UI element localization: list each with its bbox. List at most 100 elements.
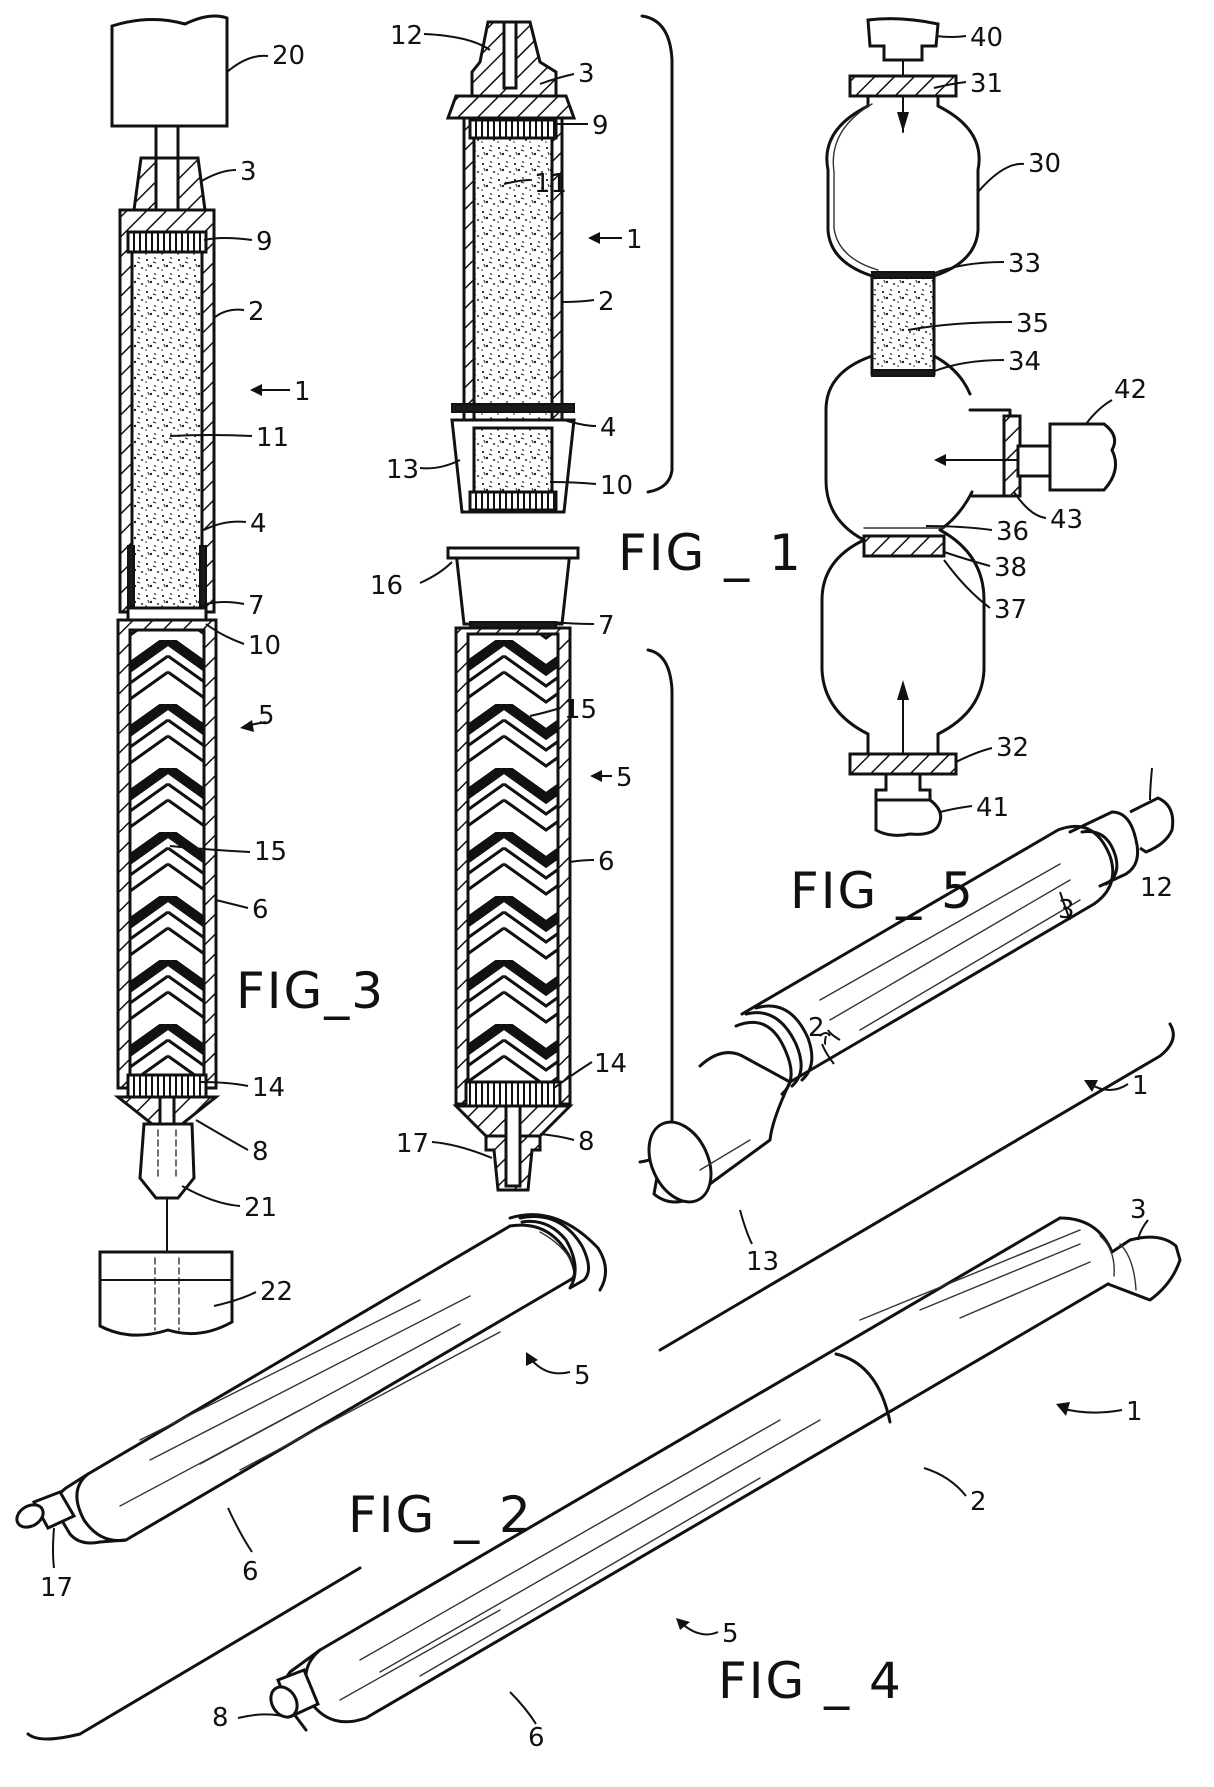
label-12: 12 xyxy=(390,21,423,51)
fig4-drawing xyxy=(269,1216,1182,1732)
label-38: 38 xyxy=(994,553,1027,583)
label-10: 10 xyxy=(248,631,281,661)
fig2-nozzle-17 xyxy=(31,1490,77,1530)
label-1: 1 xyxy=(1126,1397,1143,1427)
fig1-bracket-upper xyxy=(640,14,674,494)
fig3-vial-22 xyxy=(98,1250,234,1337)
fig2-title: FIG _ 2 xyxy=(348,1486,533,1544)
label-15: 15 xyxy=(254,837,287,867)
label-5: 5 xyxy=(574,1361,591,1391)
label-40: 40 xyxy=(970,23,1003,53)
label-16: 16 xyxy=(370,571,403,601)
label-6: 6 xyxy=(528,1723,545,1753)
label-9: 9 xyxy=(592,111,609,141)
label-15: 15 xyxy=(564,695,597,725)
label-17: 17 xyxy=(396,1129,429,1159)
fig5-filter-33 xyxy=(871,271,935,279)
fig2-body-2 xyxy=(740,824,1115,1084)
label-3: 3 xyxy=(1058,895,1075,925)
fig1-cap-3 xyxy=(445,94,577,120)
fig3-filter-9 xyxy=(126,230,208,254)
fig5-container-30 xyxy=(820,94,874,762)
label-36: 36 xyxy=(996,517,1029,547)
fig3-seal-4 xyxy=(127,545,135,607)
leader-lines xyxy=(52,33,1153,1725)
fig2-flange-16 xyxy=(518,1215,590,1290)
fig1-packing-11-low xyxy=(472,426,554,496)
label-1: 1 xyxy=(1132,1071,1149,1101)
label-13: 13 xyxy=(386,455,419,485)
fig2-cap-3 xyxy=(1068,810,1140,888)
fig1-flange xyxy=(446,546,580,560)
label-41: 41 xyxy=(976,793,1009,823)
fig4-labels: 3 1 2 5 6 8 FIG _ 4 xyxy=(212,1195,1147,1753)
label-10: 10 xyxy=(600,471,633,501)
fig1-filter-14 xyxy=(464,1080,562,1108)
fig3-title: FIG_3 xyxy=(236,962,385,1020)
fig3-hub-21 xyxy=(138,1122,196,1200)
fig2-labels: 3 12 2 1 13 5 6 17 FIG _ 2 xyxy=(40,873,1173,1603)
fig5-filter-38 xyxy=(862,534,946,558)
label-4: 4 xyxy=(600,413,617,443)
fig2-cap-13 xyxy=(652,1051,792,1204)
label-6: 6 xyxy=(598,847,615,877)
label-8: 8 xyxy=(578,1127,595,1157)
label-7: 7 xyxy=(248,591,265,621)
label-5: 5 xyxy=(616,763,633,793)
fig2-bracket-right xyxy=(658,1022,1175,1352)
fig3-packing-15 xyxy=(128,628,206,1078)
label-8: 8 xyxy=(252,1137,269,1167)
label-22: 22 xyxy=(260,1277,293,1307)
fig1-bracket-lower xyxy=(638,648,674,1164)
fig3-seal-4b xyxy=(199,545,207,607)
label-11: 11 xyxy=(534,169,567,199)
fig1-outlet-bore xyxy=(504,1104,522,1188)
label-8: 8 xyxy=(212,1703,229,1733)
fig2-tip-12 xyxy=(1129,796,1175,854)
label-37: 37 xyxy=(994,595,1027,625)
label-1: 1 xyxy=(294,377,311,407)
fig5-stopper-32 xyxy=(848,752,958,776)
fig4-title: FIG _ 4 xyxy=(718,1652,903,1710)
label-32: 32 xyxy=(996,733,1029,763)
label-14: 14 xyxy=(252,1073,285,1103)
label-1: 1 xyxy=(626,225,643,255)
fig3-labels: 20 3 9 2 1 11 4 7 10 5 15 6 14 8 21 22 F… xyxy=(236,41,385,1307)
label-7: 7 xyxy=(598,611,615,641)
fig2-bracket xyxy=(26,1566,362,1741)
label-42: 42 xyxy=(1114,375,1147,405)
fig3-filter-10 xyxy=(126,606,208,622)
fig3-plunger-20 xyxy=(110,14,229,128)
fig3-filter-14 xyxy=(126,1073,208,1099)
label-34: 34 xyxy=(1008,347,1041,377)
fig2-upper-column xyxy=(647,796,1175,1352)
fig5-needle-top xyxy=(897,112,909,132)
fig1-filter-10 xyxy=(468,490,558,512)
fig3-drawing xyxy=(98,14,234,1337)
fig1-title: FIG _ 1 xyxy=(618,524,803,582)
label-30: 30 xyxy=(1028,149,1061,179)
label-35: 35 xyxy=(1016,309,1049,339)
label-2: 2 xyxy=(970,1487,987,1517)
label-3: 3 xyxy=(578,59,595,89)
label-13: 13 xyxy=(746,1247,779,1277)
label-5: 5 xyxy=(722,1619,739,1649)
label-2: 2 xyxy=(598,287,615,317)
label-4: 4 xyxy=(250,509,267,539)
fig5-plunger-40 xyxy=(866,17,940,62)
fig1-drawing xyxy=(445,14,674,1192)
fig5-plunger-41 xyxy=(874,798,943,837)
fig5-drawing xyxy=(820,17,1118,837)
label-2: 2 xyxy=(248,297,265,327)
fig5-stopper-31 xyxy=(848,74,958,98)
label-9: 9 xyxy=(256,227,273,257)
label-21: 21 xyxy=(244,1193,277,1223)
label-5: 5 xyxy=(258,701,275,731)
fig1-labels: 12 3 9 11 1 2 4 13 10 FIG _ 1 16 7 15 5 … xyxy=(370,21,803,1159)
fig4-joint xyxy=(834,1352,892,1424)
label-3: 3 xyxy=(240,157,257,187)
label-6: 6 xyxy=(252,895,269,925)
label-3: 3 xyxy=(1130,1195,1147,1225)
